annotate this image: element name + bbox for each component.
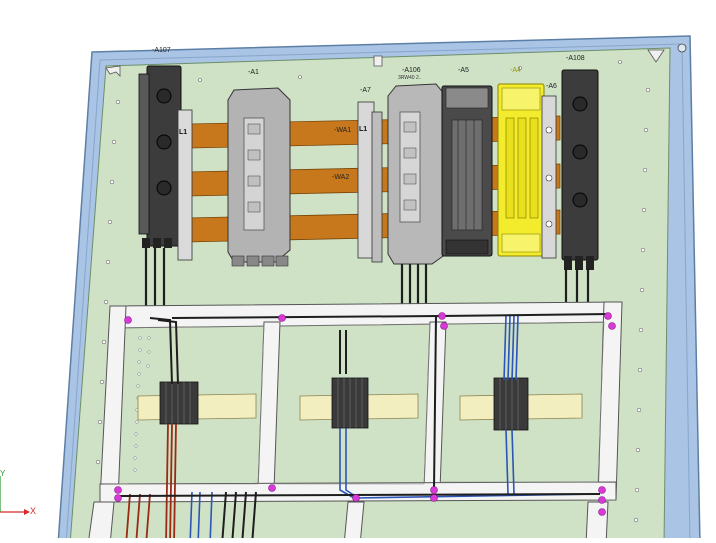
- control-wires-black[interactable]: [117, 313, 611, 543]
- device-a108-label: -A108: [566, 55, 585, 62]
- device-a107-adapter[interactable]: [177, 109, 193, 261]
- frame-corner-screw: [677, 43, 687, 53]
- device-a107-terminals: [142, 238, 172, 248]
- device-a5-window: [451, 119, 483, 231]
- device-a107[interactable]: L1 -A107: [138, 47, 193, 261]
- device-a7[interactable]: L1 -A7: [357, 87, 383, 263]
- cable-duct-bottom[interactable]: [99, 481, 617, 503]
- device-a108-fuse-1: [572, 96, 588, 112]
- device-a4-slots: [505, 117, 539, 219]
- device-a4-base: [501, 233, 541, 253]
- device-a7-side: [371, 111, 383, 263]
- device-a106-label: -A106: [402, 67, 421, 74]
- device-a5-base: [445, 239, 489, 255]
- connection-nodes[interactable]: [114, 312, 616, 516]
- cable-duct-system[interactable]: [87, 301, 623, 543]
- device-a108-fuse-2: [572, 144, 588, 160]
- plate-clip-right: [647, 49, 665, 63]
- device-a4-top: [501, 87, 541, 111]
- frame-inner-edge: [65, 43, 691, 543]
- device-a108[interactable]: -A108: [561, 55, 599, 270]
- terminal-block-2[interactable]: [331, 377, 369, 429]
- terminal-block-3[interactable]: [493, 377, 529, 431]
- busbar-wa1-label: -WA1: [334, 127, 351, 134]
- device-a7-l1-label: L1: [359, 126, 367, 133]
- device-a6-screws: [545, 126, 553, 228]
- cable-duct-slots: [133, 336, 151, 472]
- terminal-block-1[interactable]: [159, 381, 199, 425]
- device-a1-panel: [243, 117, 265, 231]
- axis-triad: X Y: [0, 469, 36, 516]
- device-a1-terminals: [231, 255, 289, 267]
- device-a107-side: [138, 73, 150, 235]
- device-a4-label: -A4: [510, 67, 521, 74]
- device-a1-label: -A1: [248, 69, 259, 76]
- plate-clip-center: [373, 55, 383, 67]
- device-a106-panel: [399, 111, 421, 223]
- device-a1[interactable]: -A1: [227, 69, 291, 267]
- device-a107-l1-label: L1: [179, 129, 187, 136]
- cable-duct-lower-right[interactable]: [585, 501, 609, 543]
- axis-x-arrow: [24, 509, 30, 515]
- device-a6[interactable]: -A6: [541, 83, 557, 259]
- axis-x-label: X: [30, 506, 36, 516]
- control-wires-red[interactable]: [125, 423, 177, 543]
- device-a4-highlighted[interactable]: -A4: [497, 67, 545, 257]
- device-a107-fuse-2: [156, 134, 172, 150]
- device-a107-fuse-1: [156, 88, 172, 104]
- device-a107-label: -A107: [152, 47, 171, 54]
- cable-duct-inner-edges: [118, 321, 605, 485]
- device-a5-label: -A5: [458, 67, 469, 74]
- mounting-holes: [95, 60, 651, 523]
- device-a7-label: -A7: [360, 87, 371, 94]
- device-a106-slots: [403, 121, 417, 211]
- cable-duct-lower-mid[interactable]: [343, 501, 365, 543]
- device-a5-ribs: [457, 120, 475, 230]
- busbar-wa2-label: -WA2: [332, 174, 349, 181]
- device-a108-terminals: [564, 256, 594, 270]
- device-a108-fuse-3: [572, 192, 588, 208]
- device-a6-label: -A6: [546, 83, 557, 90]
- device-a5[interactable]: -A5: [441, 67, 493, 257]
- device-a107-fuse-3: [156, 180, 172, 196]
- axis-y-label: Y: [0, 469, 6, 478]
- device-a106[interactable]: -A106 3RW40 2..: [387, 67, 447, 265]
- device-a1-slots: [247, 123, 261, 213]
- device-a5-top: [445, 87, 489, 109]
- cable-duct-lower-left[interactable]: [87, 501, 115, 543]
- device-a106-sublabel: 3RW40 2..: [398, 75, 422, 81]
- plate-clip-left: [105, 65, 121, 77]
